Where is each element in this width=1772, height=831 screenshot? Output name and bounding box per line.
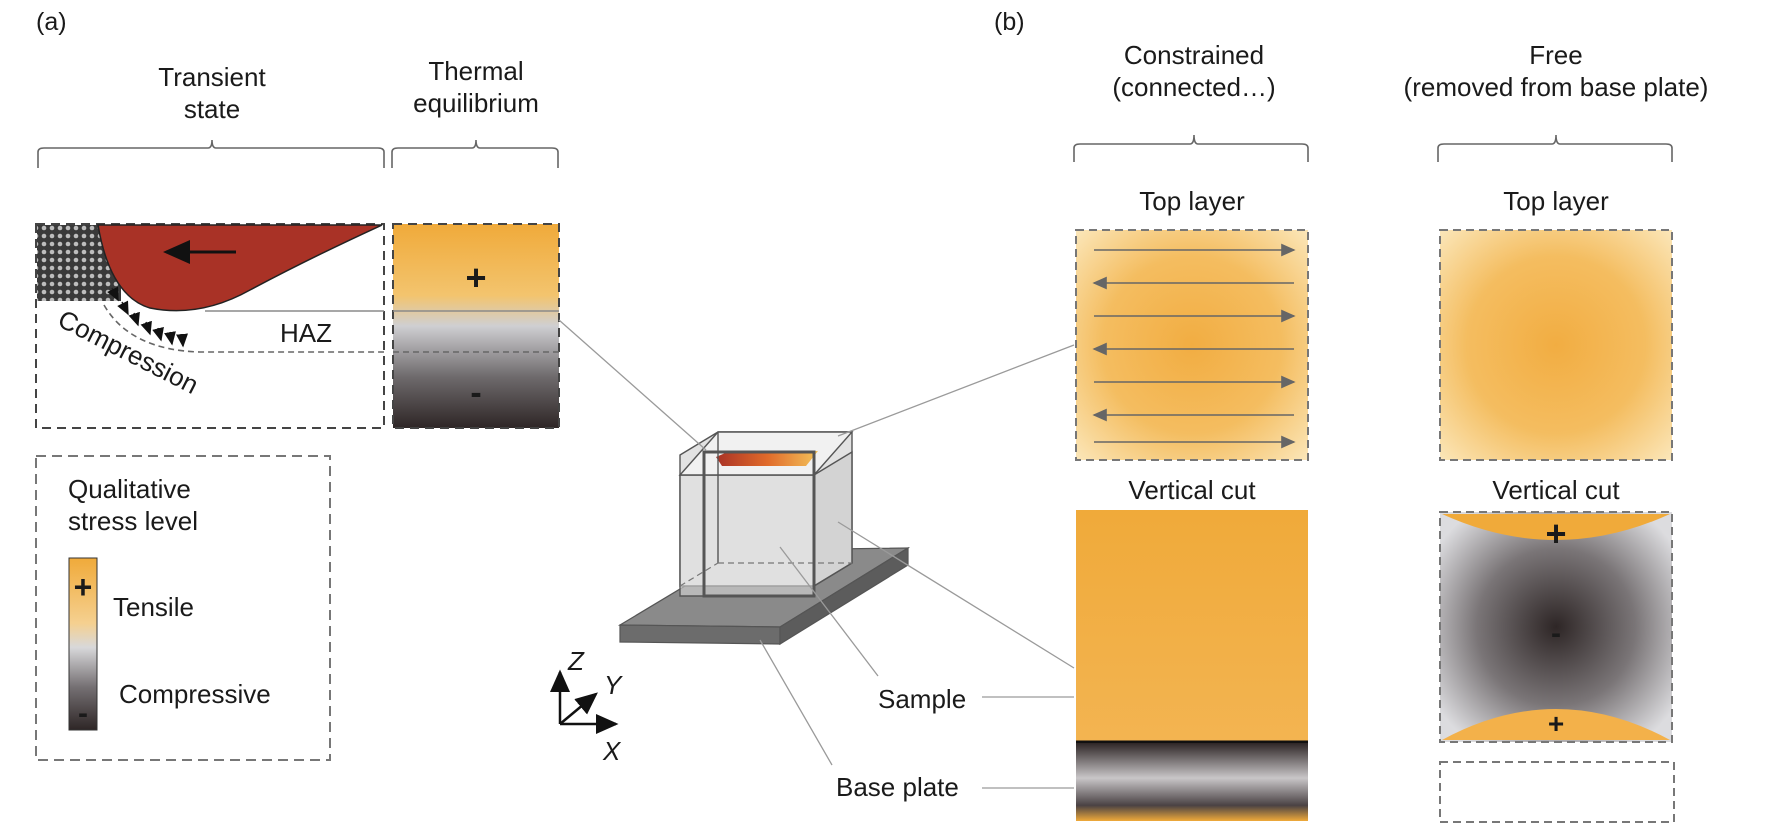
free-cut-minus: - bbox=[1551, 617, 1561, 650]
equilibrium-brace bbox=[391, 139, 559, 168]
legend-compressive: Compressive bbox=[119, 679, 271, 709]
legend-colorbar bbox=[68, 557, 98, 731]
leader-lines bbox=[558, 319, 1075, 789]
transient-title-line-1: Transient bbox=[158, 62, 266, 92]
free-title-line-1: Free bbox=[1529, 40, 1583, 70]
axis-z-label: Z bbox=[568, 646, 584, 676]
legend-minus: - bbox=[78, 697, 88, 730]
constrained-top-layer-label: Top layer bbox=[1139, 186, 1245, 216]
axis-y-label: Y bbox=[604, 670, 622, 700]
free-top-layer-label: Top layer bbox=[1503, 186, 1609, 216]
free-brace bbox=[1437, 134, 1673, 162]
panel-a-letter: (a) bbox=[36, 8, 67, 36]
legend-box bbox=[35, 455, 331, 761]
haz-label: HAZ bbox=[280, 318, 332, 348]
equilibrium-box bbox=[392, 223, 560, 429]
legend-plus: + bbox=[73, 569, 93, 605]
sample-hidden-edge-3 bbox=[679, 562, 719, 587]
equilibrium-title-line-1: Thermal bbox=[428, 56, 524, 86]
legend-title-line-1: Qualitative bbox=[68, 474, 191, 504]
constrained-vertical-cut bbox=[1076, 510, 1308, 742]
constrained-vertical-cut-label: Vertical cut bbox=[1128, 475, 1256, 505]
free-tensile-bottom bbox=[1442, 709, 1670, 740]
solidified-curve bbox=[37, 225, 121, 301]
free-vertical-cut bbox=[1439, 511, 1673, 743]
sample-top-melt-track bbox=[716, 451, 818, 466]
free-title-line-2: (removed from base plate) bbox=[1403, 72, 1709, 102]
free-base-plate-outline bbox=[1439, 761, 1675, 823]
compression-arrows bbox=[107, 286, 188, 348]
constrained-title-line-1: Constrained bbox=[1123, 40, 1265, 70]
constrained-title-line-2: (connected…) bbox=[1112, 72, 1276, 102]
constrained-base-plate-cut bbox=[1076, 743, 1308, 821]
sample-outline bbox=[702, 450, 816, 598]
haz-dashed-curve bbox=[103, 304, 384, 353]
axis-triad bbox=[550, 669, 619, 734]
panel-b-letter: (b) bbox=[994, 8, 1025, 36]
legend-tensile: Tensile bbox=[113, 592, 194, 622]
base-plate-label: Base plate bbox=[836, 772, 959, 802]
free-cut-plus-bottom: + bbox=[1547, 708, 1565, 739]
free-top-layer bbox=[1439, 229, 1673, 461]
sample-label: Sample bbox=[878, 684, 967, 714]
sample-front-face bbox=[679, 474, 815, 597]
equilibrium-title-line-2: equilibrium bbox=[413, 88, 539, 118]
free-vertical-cut-label: Vertical cut bbox=[1492, 475, 1620, 505]
free-cut-plus-top: + bbox=[1545, 513, 1567, 554]
constrained-brace bbox=[1073, 134, 1309, 162]
free-tensile-top bbox=[1442, 514, 1670, 540]
transient-title-line-2: state bbox=[183, 94, 241, 124]
axis-x-label: X bbox=[603, 736, 621, 766]
transient-brace bbox=[37, 139, 385, 168]
sample-side-face bbox=[813, 450, 853, 588]
legend-title-line-2: stress level bbox=[68, 506, 199, 536]
constrained-top-layer bbox=[1075, 229, 1309, 461]
scan-vectors bbox=[1092, 243, 1296, 449]
equilibrium-plus: + bbox=[465, 257, 487, 298]
equilibrium-minus: - bbox=[470, 374, 482, 412]
base-plate-front bbox=[619, 624, 781, 645]
